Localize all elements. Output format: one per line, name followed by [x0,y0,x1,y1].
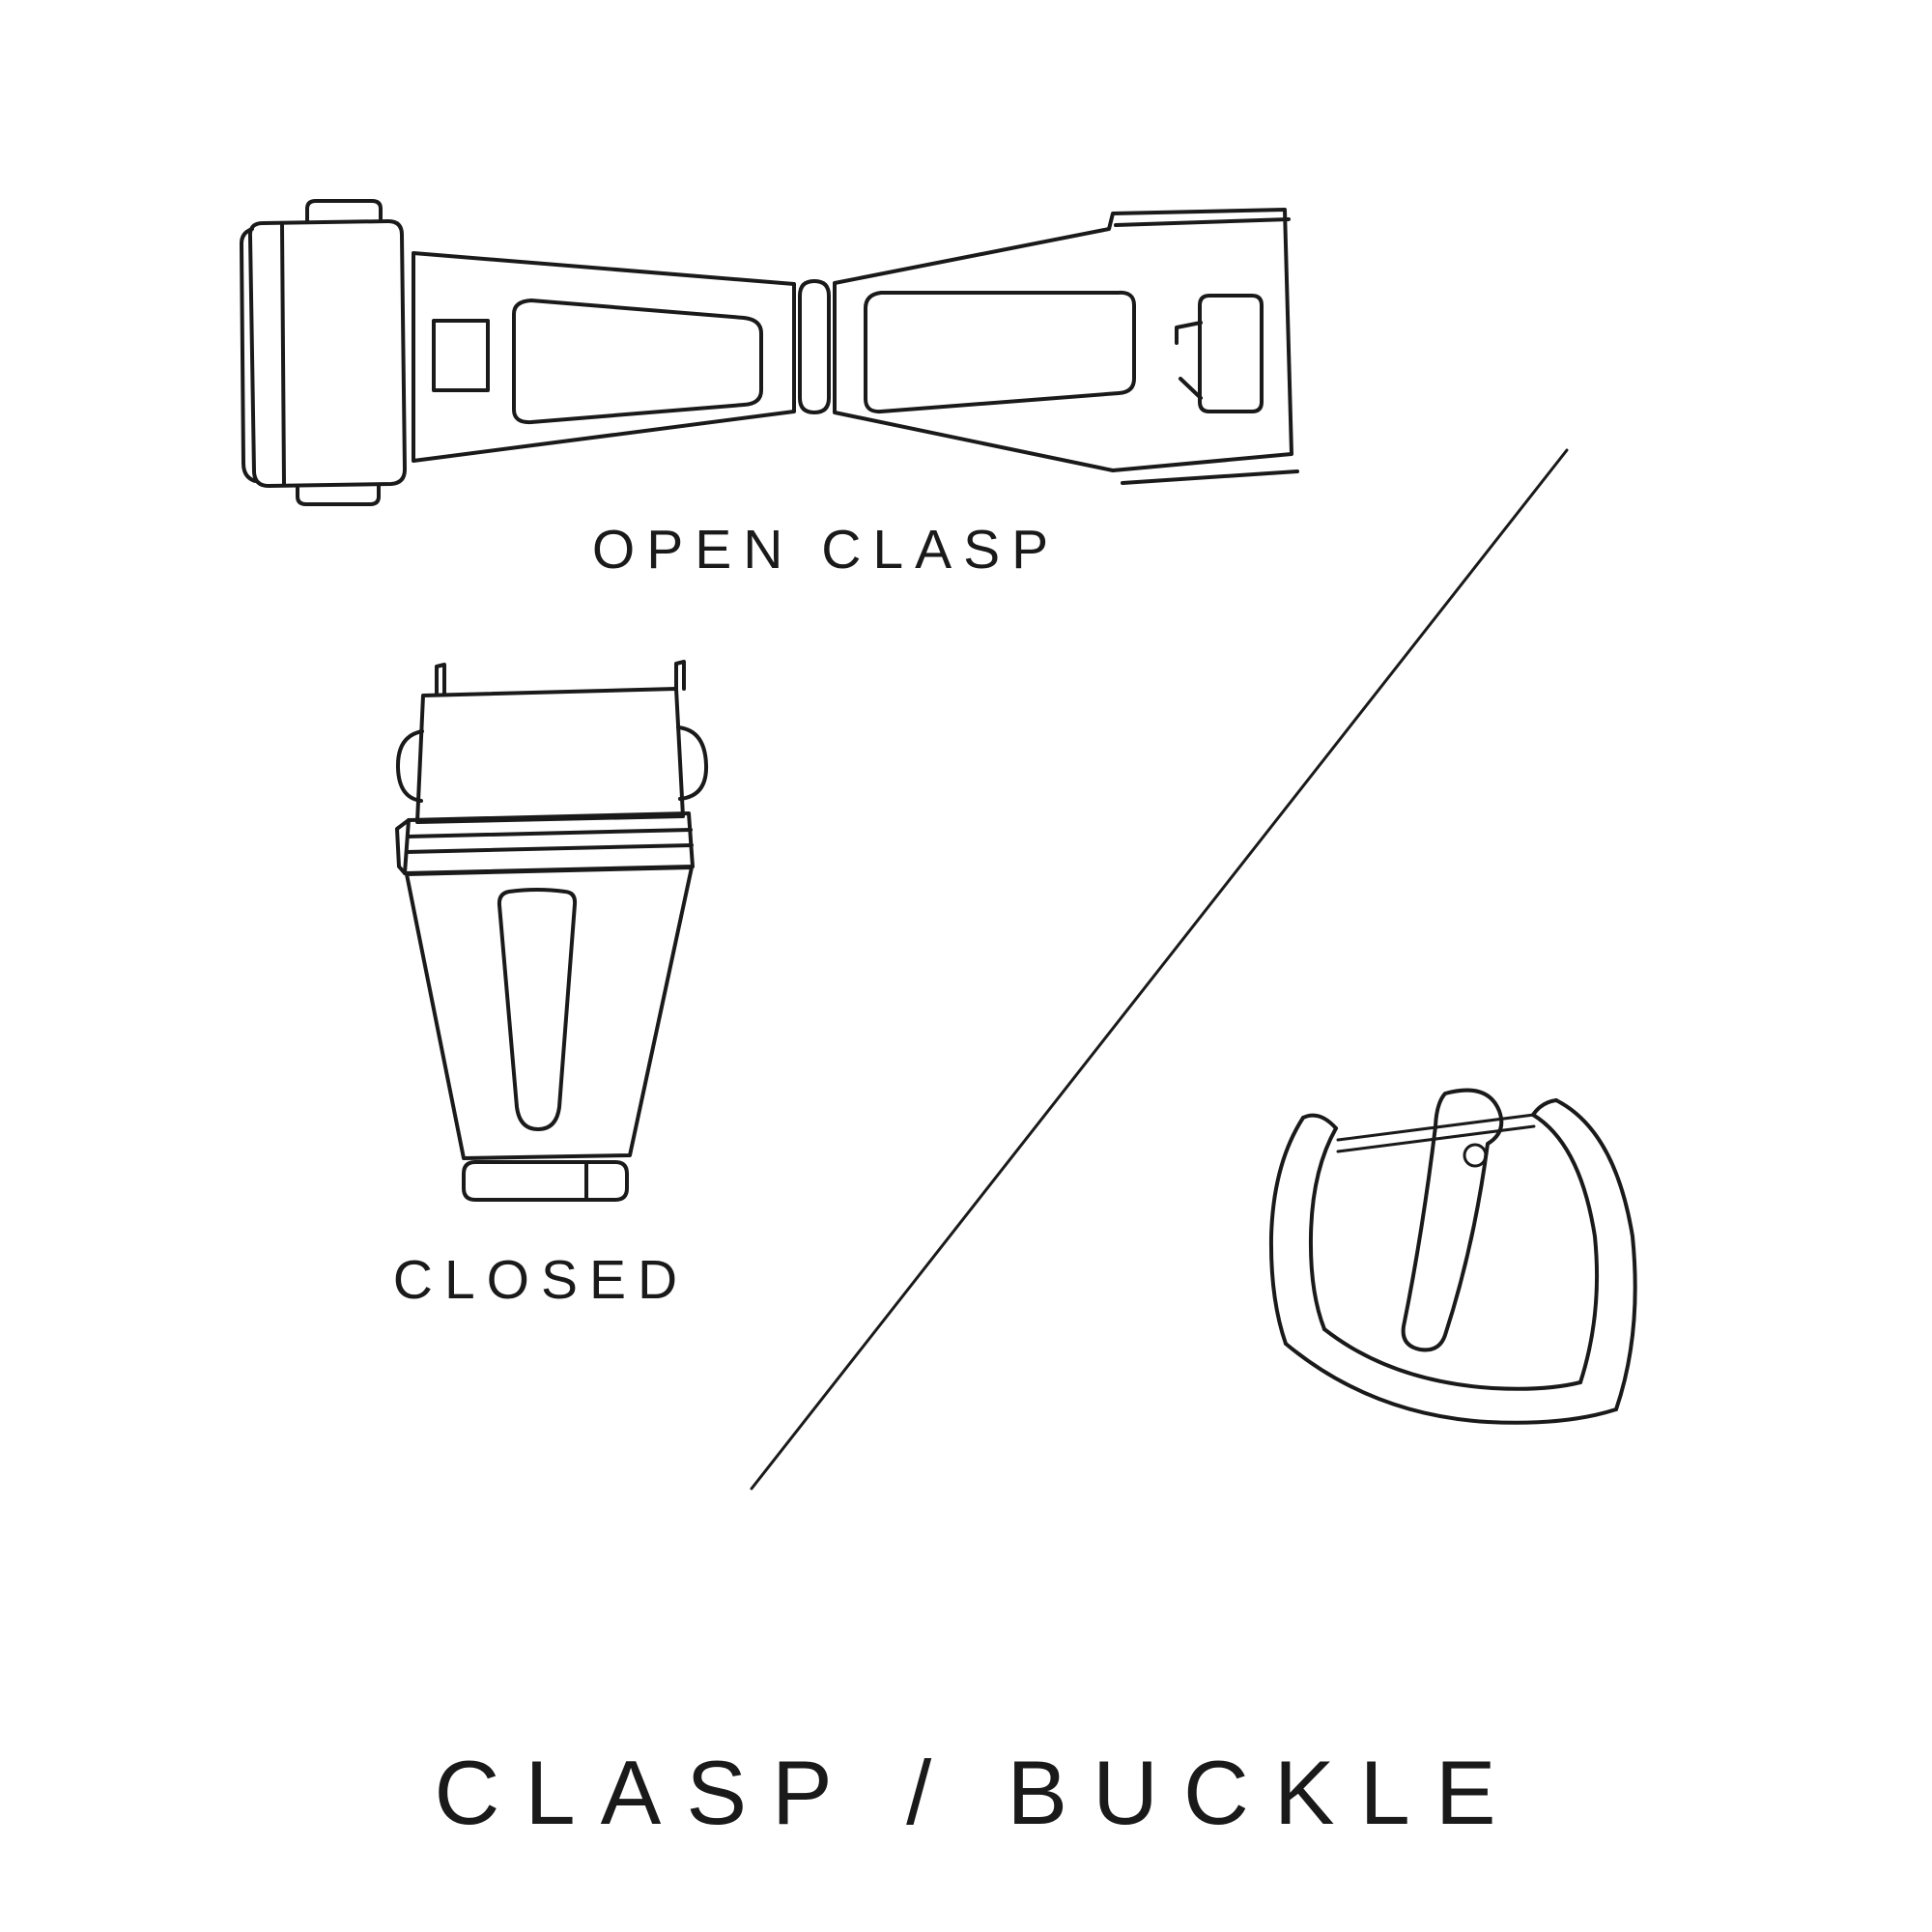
page-title: CLASP / BUCKLE [434,1742,1521,1843]
buckle-tang [1401,1088,1504,1352]
closed-label: CLOSED [392,1249,690,1311]
clasp-left-arm [412,251,796,463]
clasp-left-end-link [240,199,407,506]
buckle-frame [1268,1098,1637,1425]
open-clasp-illustration [240,199,1299,506]
closed-clasp-illustration [395,660,709,1202]
closed-clasp-body [405,866,694,1160]
closed-clasp-prongs [435,660,686,696]
diagonal-divider-line [750,448,1569,1491]
clasp-hinge [798,279,831,414]
open-clasp-label: OPEN CLASP [591,519,1061,581]
clasp-right-arm [833,208,1299,485]
buckle-illustration [1268,1088,1637,1425]
closed-clasp-side-tabs [395,725,709,803]
closed-clasp-end-cap [462,1160,629,1202]
buckle-pin-ring [1463,1143,1488,1168]
closed-clasp-top-block [415,687,685,824]
